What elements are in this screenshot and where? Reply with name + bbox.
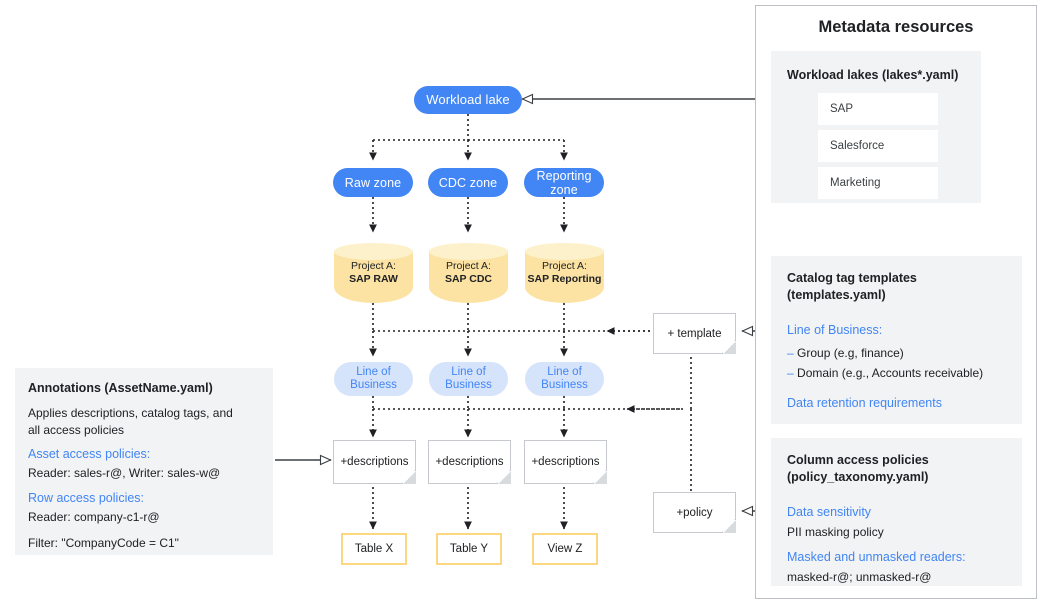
column-access-policies-block: Column access policies (policy_taxonomy.… [771,438,1022,586]
workload-lake-item-sap[interactable]: SAP [818,93,938,125]
project-cylinder-label: Project A: SAP Reporting [528,260,602,286]
cylinder-top [334,243,413,260]
workload-lakes-heading: Workload lakes (lakes*.yaml) [787,68,959,82]
workload-lake-node[interactable]: Workload lake [414,86,522,114]
bullet-dash-icon: – [787,366,794,380]
catalog-templates-heading-line2: (templates.yaml) [787,288,886,302]
row-access-policies-heading: Row access policies: [28,491,145,505]
policy-note[interactable]: +policy [653,492,736,533]
project-name: SAP CDC [444,273,493,285]
cylinder-top [429,243,508,260]
tag-pill-line-of-business-1[interactable]: Line of Business [334,362,413,396]
tag-pill-label: Line of Business [541,366,588,391]
folded-corner-icon [497,470,511,484]
row-filter-value: Filter: "CompanyCode = C1" [28,536,179,550]
descriptions-note-2[interactable]: +descriptions [428,440,511,484]
project-cylinder-sap-cdc[interactable]: Project A: SAP CDC [429,243,508,303]
workload-lake-label: Workload lake [426,92,510,107]
folded-corner-icon [402,470,416,484]
project-name: SAP RAW [349,273,398,285]
asset-box-label: Table Y [449,543,489,555]
descriptions-note-label: +descriptions [435,456,504,468]
project-prefix: Project A: [446,260,491,272]
project-cylinder-sap-reporting[interactable]: Project A: SAP Reporting [525,243,604,303]
descriptions-note-label: +descriptions [340,456,409,468]
asset-access-policies-heading: Asset access policies: [28,447,151,461]
zone-node-cdc[interactable]: CDC zone [428,168,508,197]
zone-label-raw: Raw zone [344,175,402,190]
project-prefix: Project A: [542,260,587,272]
zone-label-reporting: Reporting zone [536,168,592,197]
metadata-panel-title: Metadata resources [818,18,974,36]
folded-corner-icon [593,470,607,484]
project-prefix: Project A: [351,260,396,272]
asset-box-label: View Z [547,543,583,555]
folded-corner-icon [722,519,736,533]
template-note-label: + template [667,327,722,340]
workload-lake-item-label: Salesforce [830,140,885,152]
tag-pill-label: Line of Business [445,366,492,391]
column-policies-pii-masking: PII masking policy [787,525,884,539]
asset-box-label: Table X [354,543,394,555]
workload-lake-item-salesforce[interactable]: Salesforce [818,130,938,162]
tag-pill-label: Line of Business [350,366,397,391]
asset-box-table-x[interactable]: Table X [341,533,407,565]
project-name: SAP Reporting [527,273,602,285]
folded-corner-icon [722,340,736,354]
workload-lake-item-marketing[interactable]: Marketing [818,167,938,199]
policy-note-label: +policy [676,506,713,519]
column-policies-heading-line1: Column access policies [787,453,929,467]
asset-box-table-y[interactable]: Table Y [436,533,502,565]
catalog-templates-heading-line1: Catalog tag templates [787,271,917,285]
descriptions-note-3[interactable]: +descriptions [524,440,607,484]
catalog-templates-accent-line-of-business: Line of Business: [787,323,883,337]
workload-lakes-block: Workload lakes (lakes*.yaml) SAP Salesfo… [771,51,981,203]
project-cylinder-label: Project A: SAP RAW [349,260,398,286]
column-policies-accent-data-sensitivity: Data sensitivity [787,505,872,519]
zone-node-raw[interactable]: Raw zone [333,168,413,197]
cylinder-top [525,243,604,260]
column-policies-accent-readers: Masked and unmasked readers: [787,550,966,564]
project-cylinder-sap-raw[interactable]: Project A: SAP RAW [334,243,413,303]
asset-box-view-z[interactable]: View Z [532,533,598,565]
catalog-templates-bullet-domain-label: Domain (e.g., Accounts receivable) [797,366,984,380]
project-cylinder-label: Project A: SAP CDC [445,260,492,286]
template-note[interactable]: + template [653,313,736,354]
asset-access-policies-value: Reader: sales-r@, Writer: sales-w@ [28,466,221,480]
metadata-resources-panel: Metadata resources Workload lakes (lakes… [755,5,1037,599]
catalog-templates-accent-data-retention: Data retention requirements [787,396,942,410]
catalog-tag-templates-block: Catalog tag templates (templates.yaml) L… [771,256,1022,424]
column-policies-readers-value: masked-r@; unmasked-r@ [787,570,932,584]
catalog-templates-bullet-domain: – Domain (e.g., Accounts receivable) [787,364,983,382]
catalog-templates-bullet-group-label: Group (e.g, finance) [797,346,904,360]
workload-lake-item-label: SAP [830,103,854,115]
descriptions-note-1[interactable]: +descriptions [333,440,416,484]
tag-pill-line-of-business-3[interactable]: Line of Business [525,362,604,396]
zone-node-reporting[interactable]: Reporting zone [524,168,604,197]
annotations-description-line1: Applies descriptions, catalog tags, and [28,406,233,420]
tag-pill-line-of-business-2[interactable]: Line of Business [429,362,508,396]
zone-label-cdc: CDC zone [438,175,498,190]
descriptions-note-label: +descriptions [531,456,600,468]
annotations-title: Annotations (AssetName.yaml) [28,381,213,395]
workload-lake-item-label: Marketing [830,177,881,189]
bullet-dash-icon: – [787,346,794,360]
catalog-templates-bullet-group: – Group (e.g, finance) [787,344,904,362]
annotations-description-line2: all access policies [28,423,125,437]
row-access-policies-value: Reader: company-c1-r@ [28,510,160,524]
column-policies-heading-line2: (policy_taxonomy.yaml) [787,470,929,484]
annotations-panel: Annotations (AssetName.yaml) Applies des… [15,368,273,555]
